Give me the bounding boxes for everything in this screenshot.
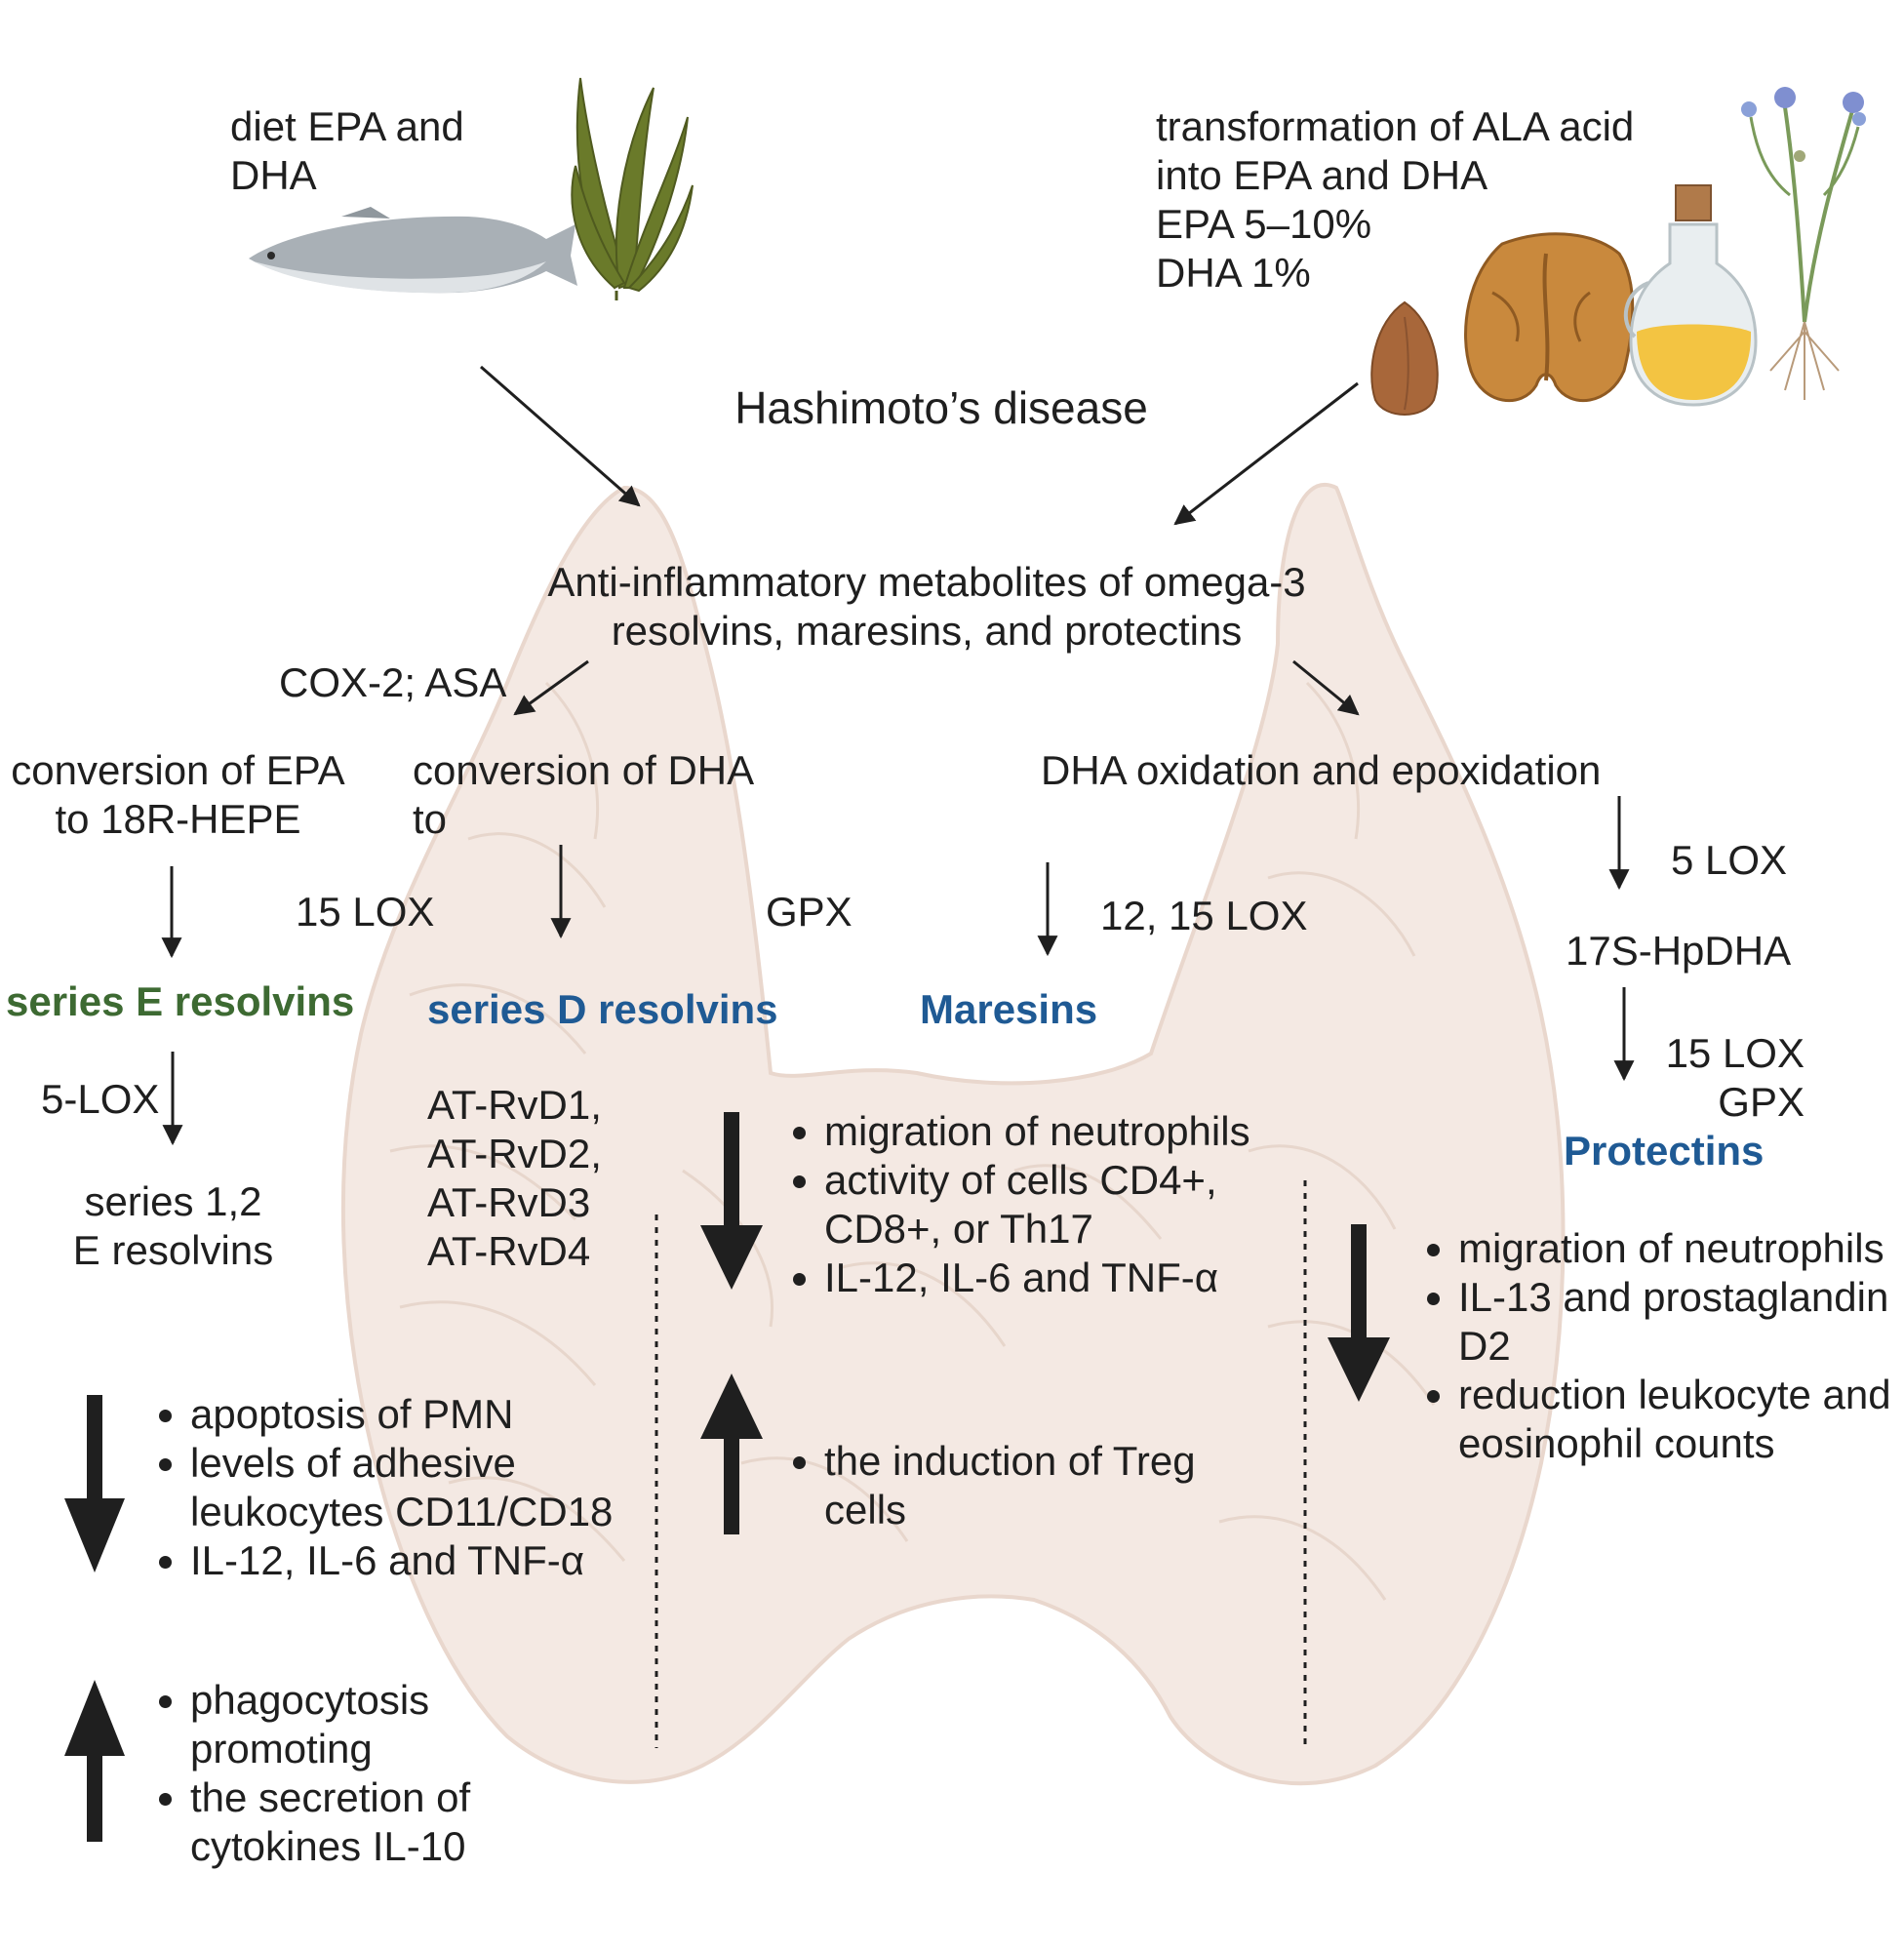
lox5-left-label: 5-LOX — [41, 1076, 160, 1122]
series-d-resolvins-label: series D resolvins — [427, 986, 778, 1032]
gpx-label: GPX — [766, 889, 853, 935]
list-item: the secretion of cytokines IL-10 — [190, 1773, 470, 1871]
lox15-label: 15 LOX — [296, 889, 435, 935]
series-e-resolvins-label: series E resolvins — [6, 978, 355, 1024]
walnut-icon — [1464, 232, 1635, 402]
lox12-15-label: 12, 15 LOX — [1100, 893, 1308, 938]
arrow-ala-to-thyroid — [1173, 381, 1359, 526]
cox-asa-label: COX-2; ASA — [279, 659, 507, 705]
down-arrow-icon — [1328, 1224, 1390, 1402]
protectins-label: Protectins — [1564, 1128, 1765, 1174]
at-rvd-list: AT-RvD1, AT-RvD2, AT-RvD3 AT-RvD4 — [427, 1082, 602, 1274]
flow-arrows — [161, 365, 1635, 1146]
hpdha-label: 17S-HpDHA — [1566, 928, 1792, 974]
arrow-to-oxidation-branch — [1292, 659, 1360, 716]
dotted-separators — [654, 1180, 1307, 1748]
series-12-e-resolvins-label: series 1,2 E resolvins — [72, 1178, 274, 1273]
lox15-gpx-label: 15 LOX GPX — [1665, 1030, 1805, 1125]
list-item: migration of neutrophils — [824, 1107, 1250, 1156]
arrow-to-cox-branch — [513, 659, 589, 716]
series-d-decrease-list: migration of neutrophils activity of cel… — [774, 1107, 1250, 1302]
list-item: IL-13 and prostaglandin D2 — [1458, 1273, 1891, 1371]
maresins-label: Maresins — [920, 986, 1098, 1032]
list-item: phagocytosis promoting — [190, 1676, 470, 1773]
up-arrow-icon — [700, 1374, 763, 1534]
list-item: apoptosis of PMN — [190, 1390, 613, 1439]
epa-conversion-label: conversion of EPA to 18R-HEPE — [11, 747, 345, 842]
thyroid-gland-icon — [340, 483, 1566, 1786]
protectins-decrease-list: migration of neutrophils IL-13 and prost… — [1408, 1224, 1891, 1468]
list-item: IL-12, IL-6 and TNF-α — [190, 1536, 613, 1585]
series-e-decrease-list: apoptosis of PMN levels of adhesive leuk… — [139, 1390, 613, 1585]
up-arrow-icon — [64, 1680, 125, 1842]
series-e-increase-list: phagocytosis promoting the secretion of … — [139, 1676, 470, 1871]
metabolites-label: Anti-inflammatory metabolites of omega-3… — [547, 559, 1306, 654]
down-arrow-icon — [700, 1112, 763, 1290]
arrow-diet-to-thyroid — [480, 365, 641, 507]
fish-icon — [249, 207, 577, 294]
ala-transformation-label: transformation of ALA acid into EPA and … — [1156, 103, 1635, 296]
almond-icon — [1370, 300, 1439, 416]
dha-conversion-label: conversion of DHA to — [413, 747, 755, 842]
effect-arrows — [64, 1112, 1390, 1842]
seaweed-icon — [571, 77, 694, 300]
list-item: the induction of Treg cells — [824, 1437, 1196, 1534]
flax-plant-icon — [1741, 87, 1866, 400]
page-title: Hashimoto’s disease — [734, 382, 1148, 433]
list-item: levels of adhesive leukocytes CD11/CD18 — [190, 1439, 613, 1536]
list-item: migration of neutrophils — [1458, 1224, 1891, 1273]
series-d-increase-list: the induction of Treg cells — [774, 1437, 1196, 1534]
oil-bottle-icon — [1623, 184, 1758, 407]
list-item: activity of cells CD4+, CD8+, or Th17 — [824, 1156, 1250, 1254]
list-item: IL-12, IL-6 and TNF-α — [824, 1254, 1250, 1302]
list-item: reduction leukocyte and eosinophil count… — [1458, 1371, 1891, 1468]
lox5-label: 5 LOX — [1671, 837, 1788, 883]
down-arrow-icon — [64, 1395, 125, 1573]
diet-source-label: diet EPA and DHA — [230, 103, 464, 198]
dha-oxidation-label: DHA oxidation and epoxidation — [1041, 747, 1602, 793]
